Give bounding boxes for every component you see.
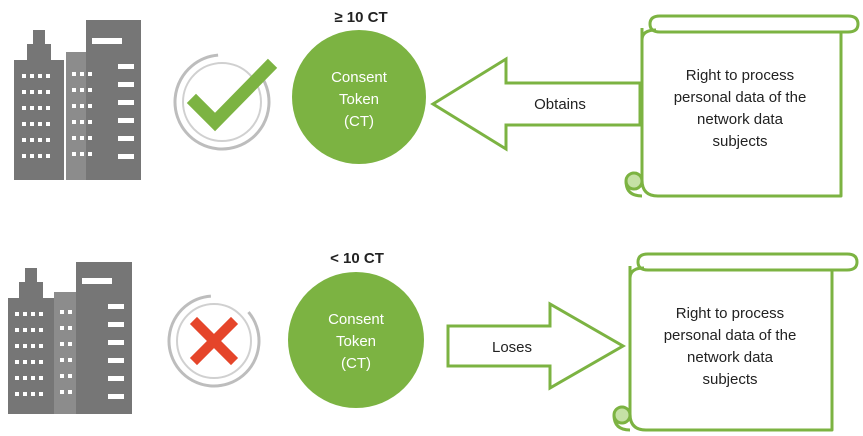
scroll-icon: Right to process personal data of the ne… xyxy=(612,252,859,432)
scroll-line: personal data of the xyxy=(664,327,797,344)
token-line: Consent xyxy=(331,69,388,86)
token-line: (CT) xyxy=(341,355,371,372)
arrow-label: Loses xyxy=(492,339,532,356)
arrow-right: Loses xyxy=(446,301,627,391)
threshold-label: < 10 CT xyxy=(330,250,384,267)
arrow-left: Obtains xyxy=(430,56,642,152)
consent-token: Consent Token (CT) xyxy=(288,272,424,408)
consent-token: Consent Token (CT) xyxy=(292,30,426,164)
scroll-line: Right to process xyxy=(676,305,784,322)
arrow-label: Obtains xyxy=(534,96,586,113)
token-line: Token xyxy=(336,333,376,350)
status-ring xyxy=(167,294,261,388)
scroll-line: Right to process xyxy=(686,67,794,84)
token-line: Consent xyxy=(328,311,385,328)
office-buildings-icon xyxy=(8,262,132,414)
scroll-line: network data xyxy=(687,349,774,366)
token-line: (CT) xyxy=(344,113,374,130)
status-ring xyxy=(173,53,271,151)
row-obtains: ≥ 10 CT Consent Token (CT) Obtains Right… xyxy=(14,9,860,198)
cross-icon xyxy=(189,316,239,366)
scroll-line: network data xyxy=(697,111,784,128)
checkmark-icon xyxy=(186,58,278,132)
scroll-line: subjects xyxy=(702,371,757,388)
office-buildings-icon xyxy=(14,20,141,180)
row-loses: < 10 CT Consent Token (CT) Loses Right t… xyxy=(8,250,859,432)
token-line: Token xyxy=(339,91,379,108)
scroll-icon: Right to process personal data of the ne… xyxy=(624,14,860,198)
scroll-line: personal data of the xyxy=(674,89,807,106)
threshold-label: ≥ 10 CT xyxy=(334,9,387,26)
scroll-line: subjects xyxy=(712,133,767,150)
